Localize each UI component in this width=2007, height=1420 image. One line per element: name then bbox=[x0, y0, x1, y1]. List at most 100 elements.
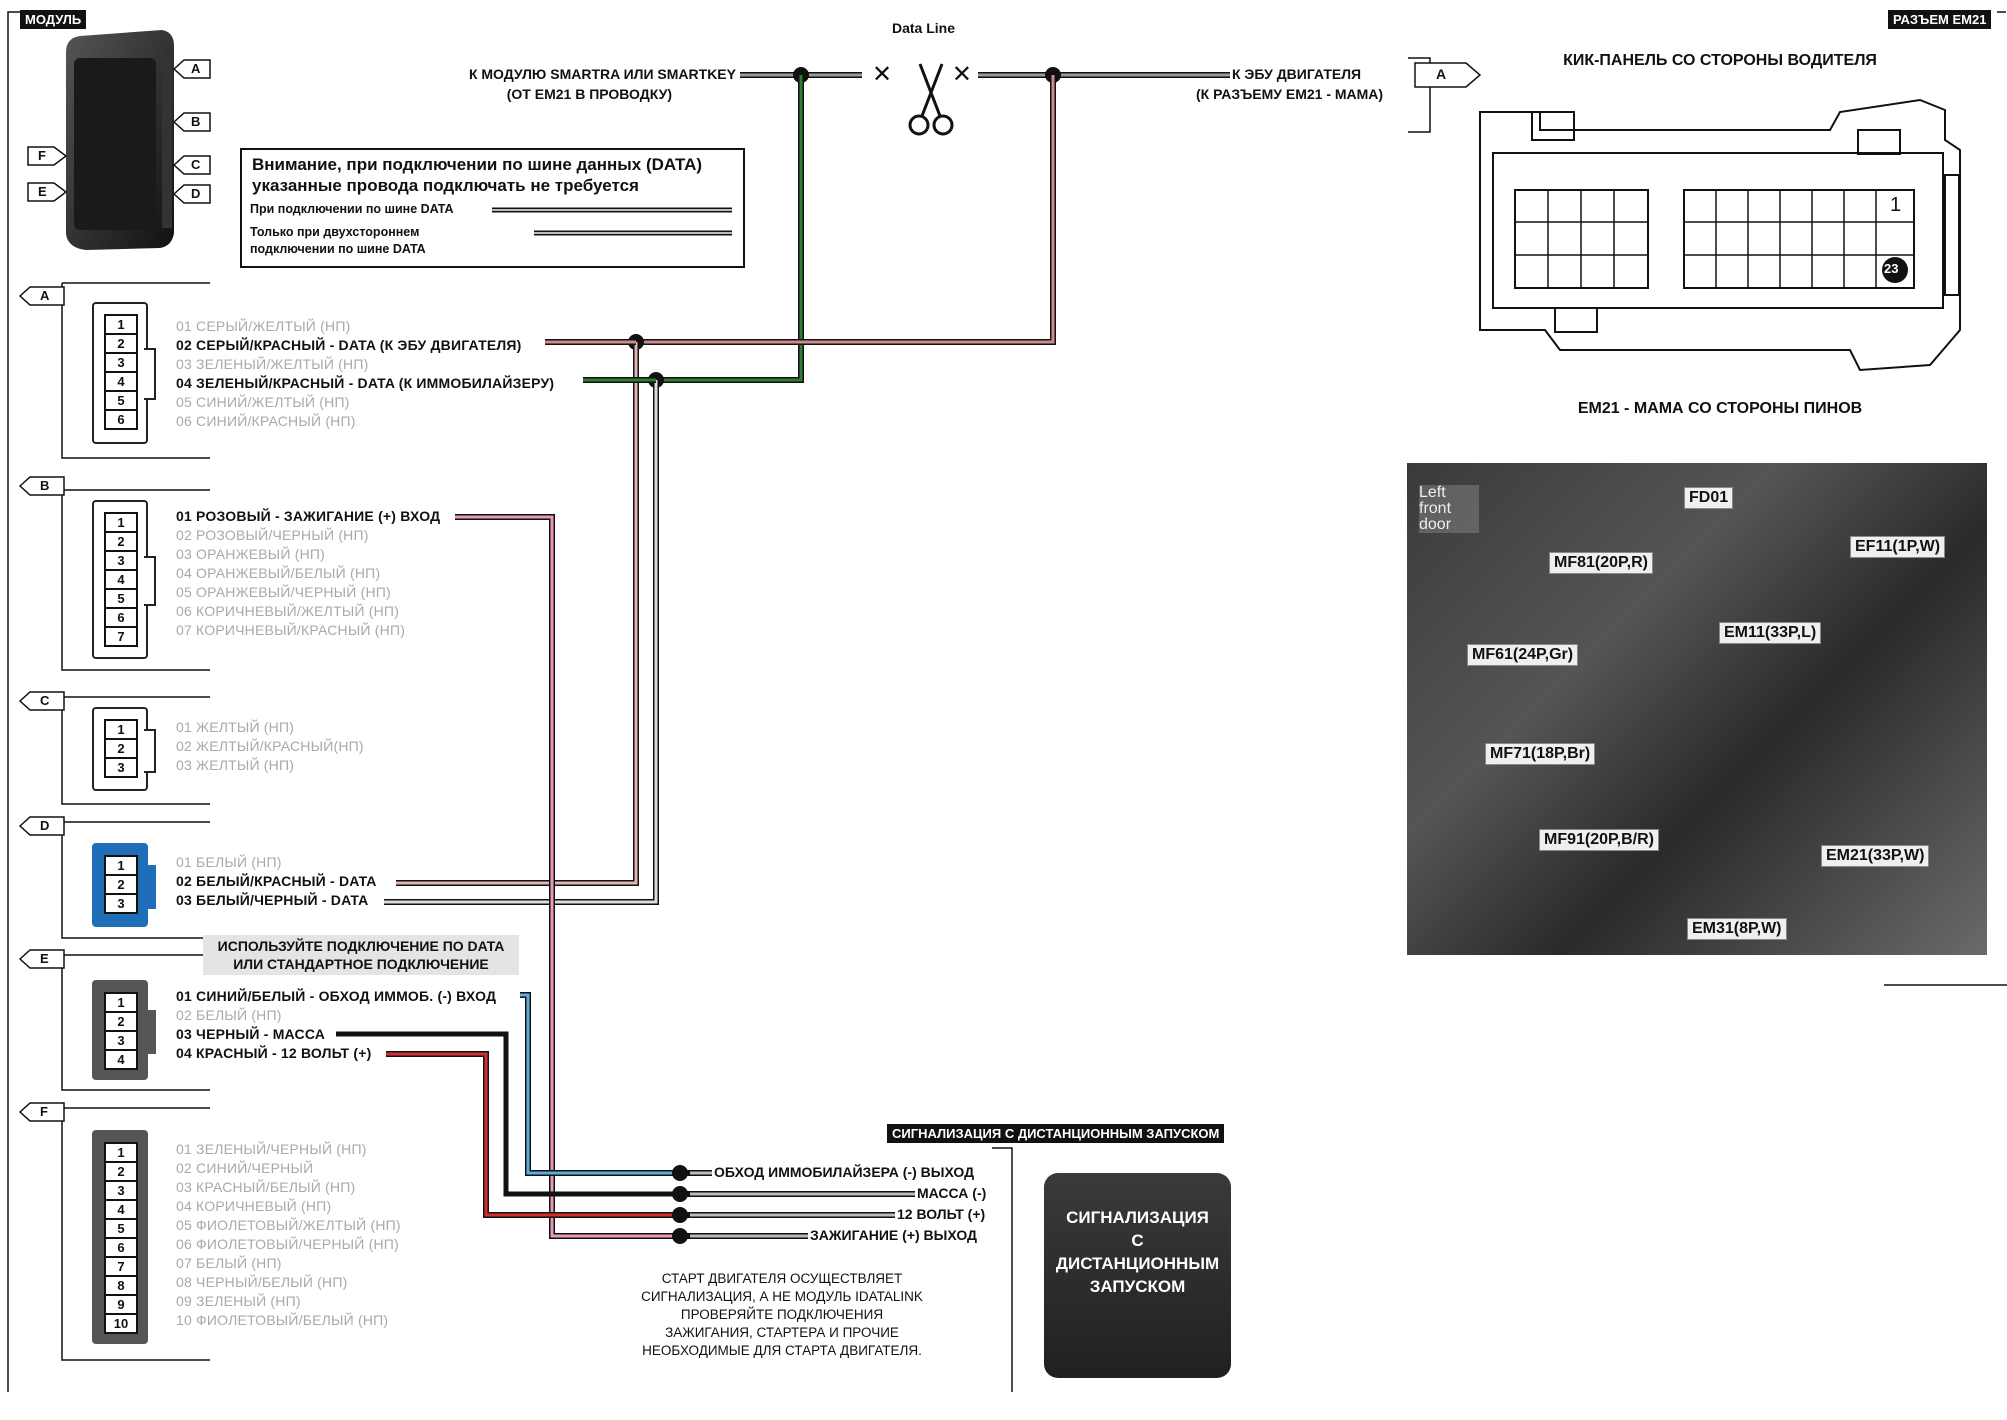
connector-a-pin: 5 bbox=[104, 390, 138, 409]
section-letter-f: F bbox=[40, 1104, 48, 1119]
photo-label-mf81: MF81(20P,R) bbox=[1549, 552, 1653, 574]
module-port-a: A bbox=[191, 61, 201, 76]
connector-f-pin: 8 bbox=[104, 1275, 138, 1294]
notice-box: Внимание, при подключении по шине данных… bbox=[240, 148, 745, 268]
wire-label: 10 ФИОЛЕТОВЫЙ/БЕЛЫЙ (НП) bbox=[176, 1312, 389, 1328]
connector-f-pin: 3 bbox=[104, 1180, 138, 1199]
connector-b-pin: 5 bbox=[104, 588, 138, 607]
wire-label: 06 СИНИЙ/КРАСНЫЙ (НП) bbox=[176, 413, 356, 429]
wire-label: 01 РОЗОВЫЙ - ЗАЖИГАНИЕ (+) ВХОД bbox=[176, 508, 441, 524]
wire-label: 01 ЖЕЛТЫЙ (НП) bbox=[176, 719, 295, 735]
notice-line2: указанные провода подключать не требуетс… bbox=[252, 176, 639, 195]
connector-f-pin: 7 bbox=[104, 1256, 138, 1275]
connector-b-pin: 4 bbox=[104, 569, 138, 588]
section-letter-b: B bbox=[40, 478, 50, 493]
em21-caption: EM21 - МАМА СО СТОРОНЫ ПИНОВ bbox=[1577, 400, 1863, 417]
ground-wire bbox=[336, 1031, 680, 1197]
photo-label-em11: EM11(33P,L) bbox=[1719, 622, 1822, 644]
connector-d-pin: 1 bbox=[104, 855, 138, 874]
module-port-b: B bbox=[191, 114, 201, 129]
wire-label: 02 ЖЕЛТЫЙ/КРАСНЫЙ(НП) bbox=[176, 738, 364, 754]
section-letter-d: D bbox=[40, 818, 50, 833]
connector-a-pin: 3 bbox=[104, 352, 138, 371]
connector-b-pin: 6 bbox=[104, 607, 138, 626]
wire-label: 08 ЧЕРНЫЙ/БЕЛЫЙ (НП) bbox=[176, 1274, 348, 1290]
wire-label: 01 ЗЕЛЕНЫЙ/ЧЕРНЫЙ (НП) bbox=[176, 1141, 367, 1157]
wire-label: 01 СИНИЙ/БЕЛЫЙ - ОБХОД ИММОБ. (-) ВХОД bbox=[176, 988, 497, 1004]
wire-label: 06 ФИОЛЕТОВЫЙ/ЧЕРНЫЙ (НП) bbox=[176, 1236, 399, 1252]
module-frame-line bbox=[7, 11, 20, 1392]
kick-panel-title: КИК-ПАНЕЛЬ СО СТОРОНЫ ВОДИТЕЛЯ bbox=[1563, 52, 1877, 69]
connector-f-pin: 6 bbox=[104, 1237, 138, 1256]
connector-f-pin: 9 bbox=[104, 1294, 138, 1313]
connector-location-photo: Left front door FD01 EF11(1P,W) MF81(20P… bbox=[1407, 463, 1987, 955]
module-image bbox=[66, 30, 174, 250]
wire-label: 05 ОРАНЖЕВЫЙ/ЧЕРНЫЙ (НП) bbox=[176, 584, 391, 600]
wire-label: 05 ФИОЛЕТОВЫЙ/ЖЕЛТЫЙ (НП) bbox=[176, 1217, 401, 1233]
connector-b-wires: 01 РОЗОВЫЙ - ЗАЖИГАНИЕ (+) ВХОД 02 РОЗОВЫ… bbox=[176, 507, 440, 640]
wire-label: 03 ОРАНЖЕВЫЙ (НП) bbox=[176, 546, 326, 562]
photo-label-em31: EM31(8P,W) bbox=[1687, 918, 1787, 940]
wire-label: 02 СЕРЫЙ/КРАСНЫЙ - DATA (К ЭБУ ДВИГАТЕЛЯ… bbox=[176, 337, 522, 353]
arrow-a-tag bbox=[1414, 62, 1482, 88]
wire-label: 02 СИНИЙ/ЧЕРНЫЙ bbox=[176, 1160, 314, 1176]
legend-data: При подключении по шине DATA bbox=[250, 202, 454, 216]
arrow-a-label: A bbox=[1436, 66, 1447, 82]
module-port-f: F bbox=[38, 148, 46, 163]
wire-label: 04 ОРАНЖЕВЫЙ/БЕЛЫЙ (НП) bbox=[176, 565, 381, 581]
connector-d-pin: 2 bbox=[104, 874, 138, 893]
section-brackets bbox=[61, 282, 210, 1361]
section-letter-a: A bbox=[40, 288, 50, 303]
alarm-unit-image: СИГНАЛИЗАЦИЯ С ДИСТАНЦИОННЫМ ЗАПУСКОМ bbox=[1044, 1173, 1231, 1378]
immo-bypass-wire bbox=[520, 992, 680, 1176]
connector-b-pin: 1 bbox=[104, 512, 138, 531]
connector-f-pin: 1 bbox=[104, 1142, 138, 1161]
connector-e-pin: 4 bbox=[104, 1049, 138, 1070]
rose-data-wire bbox=[545, 75, 1056, 345]
wire-label: 07 БЕЛЫЙ (НП) bbox=[176, 1255, 282, 1271]
module-tag: МОДУЛЬ bbox=[20, 10, 87, 29]
notice-line1: Внимание, при подключении по шине данных… bbox=[252, 155, 703, 174]
d03-wire bbox=[384, 380, 659, 905]
wire-label: 01 СЕРЫЙ/ЖЕЛТЫЙ (НП) bbox=[176, 318, 351, 334]
connector-b-pin: 2 bbox=[104, 531, 138, 550]
pin23-marker bbox=[1882, 257, 1908, 283]
alarm-out-immo: ОБХОД ИММОБИЛАЙЗЕРА (-) ВЫХОД bbox=[714, 1164, 975, 1180]
connector-a-pin: 6 bbox=[104, 409, 138, 430]
cut-mark-right: ✕ bbox=[952, 61, 972, 88]
connector-c-pin: 3 bbox=[104, 757, 138, 778]
to-smartra-label: К МОДУЛЮ SMARTRA ИЛИ SMARTKEY bbox=[468, 66, 736, 82]
connector-c-pin: 1 bbox=[104, 719, 138, 738]
photo-label-mf91: MF91(20P,B/R) bbox=[1539, 829, 1659, 851]
wire-label: 04 КОРИЧНЕВЫЙ (НП) bbox=[176, 1198, 332, 1214]
connector-c-wires: 01 ЖЕЛТЫЙ (НП)02 ЖЕЛТЫЙ/КРАСНЫЙ(НП)03 ЖЕ… bbox=[176, 718, 364, 775]
alarm-out-ignition: ЗАЖИГАНИЕ (+) ВЫХОД bbox=[810, 1227, 978, 1243]
connection-choice-note: ИСПОЛЬЗУЙТЕ ПОДКЛЮЧЕНИЕ ПО DATA ИЛИ СТАН… bbox=[203, 935, 519, 975]
wire-label: 02 РОЗОВЫЙ/ЧЕРНЫЙ (НП) bbox=[176, 527, 369, 543]
ignition-wire bbox=[455, 514, 680, 1239]
connector-tag: РАЗЪЕМ EM21 bbox=[1888, 10, 1992, 29]
alarm-out-ground: МАССА (-) bbox=[917, 1185, 987, 1201]
connector-e-pin: 1 bbox=[104, 992, 138, 1011]
section-letter-c: C bbox=[40, 693, 50, 708]
wire-label: 01 БЕЛЫЙ (НП) bbox=[176, 854, 282, 870]
pin-1-label: 1 bbox=[1890, 194, 1902, 216]
connector-b-pin: 3 bbox=[104, 550, 138, 569]
connector-b-pin: 7 bbox=[104, 626, 138, 647]
connector-d-pin: 3 bbox=[104, 893, 138, 914]
wire-label: 06 КОРИЧНЕВЫЙ/ЖЕЛТЫЙ (НП) bbox=[176, 603, 400, 619]
connector-a-pin: 2 bbox=[104, 333, 138, 352]
wire-label: 03 КРАСНЫЙ/БЕЛЫЙ (НП) bbox=[176, 1179, 356, 1195]
wire-label: 05 СИНИЙ/ЖЕЛТЫЙ (НП) bbox=[176, 394, 350, 410]
power-wire bbox=[386, 1051, 680, 1218]
wire-label: 02 БЕЛЫЙ/КРАСНЫЙ - DATA bbox=[176, 873, 377, 889]
module-port-e: E bbox=[38, 184, 47, 199]
connector-f-wires: 01 ЗЕЛЕНЫЙ/ЧЕРНЫЙ (НП) 02 СИНИЙ/ЧЕРНЫЙ 03 … bbox=[176, 1140, 401, 1330]
wire-label: 03 ЗЕЛЕНЫЙ/ЖЕЛТЫЙ (НП) bbox=[176, 356, 369, 372]
wire-label: 04 КРАСНЫЙ - 12 ВОЛЬТ (+) bbox=[176, 1045, 372, 1061]
